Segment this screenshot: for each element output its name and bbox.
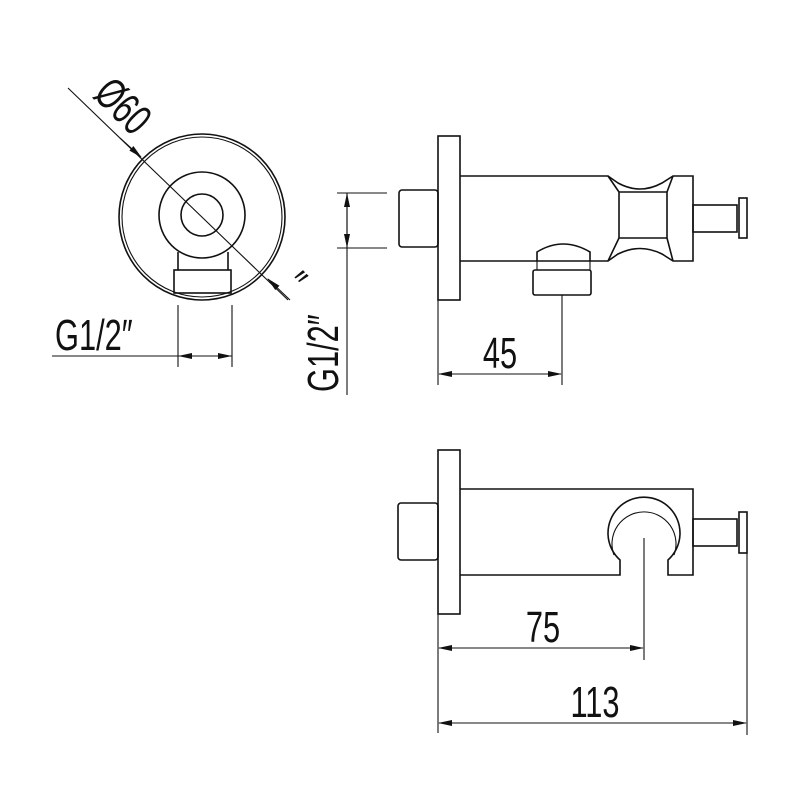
holder-offset-label: 75 (526, 604, 560, 653)
outlet-neck (177, 252, 229, 270)
side-view: G1/2″ 45 (300, 135, 748, 395)
knob-cap (738, 197, 748, 239)
outlet-nut (173, 269, 232, 294)
inlet-stub-top (397, 502, 439, 561)
holder-body (460, 488, 694, 576)
inlet-stub (398, 189, 439, 248)
thread-side-label: G1/2″ (300, 314, 349, 392)
holder-clip-inner (611, 511, 677, 556)
outlet-nut-side (532, 269, 592, 296)
valve-body (460, 175, 694, 262)
top-view: 75 113 (397, 449, 748, 735)
outlet-dome (536, 243, 591, 261)
flange-top (437, 449, 461, 615)
outlet-offset-label: 45 (483, 330, 517, 379)
thread-front-label: G1/2″ (55, 312, 133, 361)
escutcheon-outer (118, 133, 286, 301)
handle (607, 175, 674, 262)
knob-stem-top (692, 518, 738, 547)
front-view: Ø60 ″ G1/2″ (52, 69, 315, 367)
thread-quote-mark: ″ (273, 263, 315, 305)
body-circle (158, 171, 246, 259)
diameter-arrow-bottom (267, 278, 291, 301)
inlet-circle (180, 193, 224, 237)
diameter-arrow-top (119, 137, 142, 158)
diameter-label: Ø60 (85, 69, 161, 145)
total-depth-label: 113 (570, 679, 619, 728)
knob-cap-top (738, 511, 748, 554)
diameter-leader (67, 87, 289, 301)
flange (437, 135, 461, 301)
knob-stem (692, 204, 738, 233)
escutcheon-inner (121, 136, 283, 298)
